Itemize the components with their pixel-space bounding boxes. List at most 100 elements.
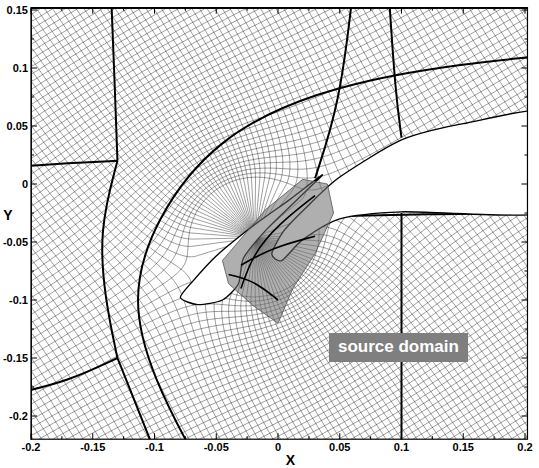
ticks <box>31 8 527 440</box>
grid-line <box>31 8 527 440</box>
grid-line <box>31 8 527 440</box>
x-tick-label: 0.05 <box>329 442 350 453</box>
y-tick-label: 0.15 <box>7 5 28 16</box>
tick <box>494 436 495 439</box>
tick <box>308 436 309 439</box>
grid-line <box>31 8 527 440</box>
grid-line <box>31 8 527 440</box>
grid-line <box>31 8 527 440</box>
grid-line <box>31 8 527 440</box>
tick <box>521 184 527 185</box>
grid-line <box>31 8 527 440</box>
mesh <box>31 8 527 440</box>
grid-line <box>31 8 527 440</box>
grid-line <box>31 8 527 440</box>
grid-line <box>31 8 527 440</box>
grid-line <box>31 8 527 440</box>
tick <box>61 8 62 11</box>
grid-line <box>31 8 316 174</box>
tick <box>339 8 340 14</box>
grid-line <box>31 8 527 440</box>
grid-line <box>31 8 527 440</box>
grid-line <box>31 8 527 440</box>
tick <box>308 8 309 11</box>
grid-line <box>31 8 527 440</box>
grid-line <box>31 8 89 44</box>
grid-line <box>31 8 527 440</box>
block-boundary <box>389 8 401 138</box>
grid-line <box>31 8 459 255</box>
block-boundary <box>31 161 117 167</box>
block-boundary <box>102 161 117 358</box>
grid-line <box>31 8 527 440</box>
tick <box>432 436 433 439</box>
grid-line <box>31 8 527 440</box>
tick <box>31 39 34 40</box>
grid-line <box>31 8 527 440</box>
tick <box>123 8 124 11</box>
tick <box>524 97 527 98</box>
grid-line <box>31 8 527 440</box>
grid-line <box>31 8 527 440</box>
tick <box>154 8 155 14</box>
grid-line <box>31 8 527 440</box>
grid-line <box>31 8 527 440</box>
grid-line <box>31 8 527 440</box>
grid-line <box>31 8 527 440</box>
grid-line <box>31 8 527 440</box>
grid-line <box>31 8 527 440</box>
grid-line <box>31 8 527 440</box>
grid-line <box>37 8 527 440</box>
grid-line <box>31 8 527 440</box>
grid-line <box>31 8 204 112</box>
grid-line <box>31 8 217 119</box>
x-tick-label: 0.2 <box>517 442 532 453</box>
tick <box>31 126 37 127</box>
grid-line <box>31 8 527 440</box>
grid-line <box>31 8 527 440</box>
grid-line <box>31 8 527 440</box>
tick <box>525 433 526 439</box>
grid-line <box>31 8 527 440</box>
grid-line <box>31 8 231 127</box>
grid-line <box>31 8 330 182</box>
grid-line <box>31 8 152 81</box>
grid-line <box>31 8 527 440</box>
tick <box>31 213 34 214</box>
tick <box>31 155 34 156</box>
grid-line <box>31 8 527 440</box>
grid-line <box>31 8 527 440</box>
tick <box>521 242 527 243</box>
grid-line <box>31 8 527 440</box>
grid-line <box>31 8 139 74</box>
grid-line <box>31 8 527 440</box>
grid-line <box>31 8 527 440</box>
grid-line <box>31 8 527 440</box>
tick <box>494 8 495 11</box>
tick <box>524 39 527 40</box>
block-boundary <box>117 358 154 439</box>
grid-line <box>31 8 527 440</box>
tick <box>31 387 34 388</box>
grid-line <box>31 8 259 142</box>
source-region <box>222 179 333 323</box>
tick <box>31 97 34 98</box>
grid-line <box>31 8 527 440</box>
tick <box>31 184 37 185</box>
tick <box>185 8 186 11</box>
grid-line <box>31 8 245 135</box>
grid-line <box>31 8 527 440</box>
grid-line <box>31 8 527 440</box>
tick <box>525 8 526 14</box>
tick <box>31 433 32 439</box>
grid-line <box>31 8 527 440</box>
grid-line <box>31 8 527 440</box>
x-tick-label: -0.2 <box>22 442 41 453</box>
grid-line <box>31 8 301 166</box>
grid-line <box>31 8 527 440</box>
grid-line <box>31 8 102 51</box>
grid-line <box>31 8 527 440</box>
grid-line <box>31 8 527 440</box>
